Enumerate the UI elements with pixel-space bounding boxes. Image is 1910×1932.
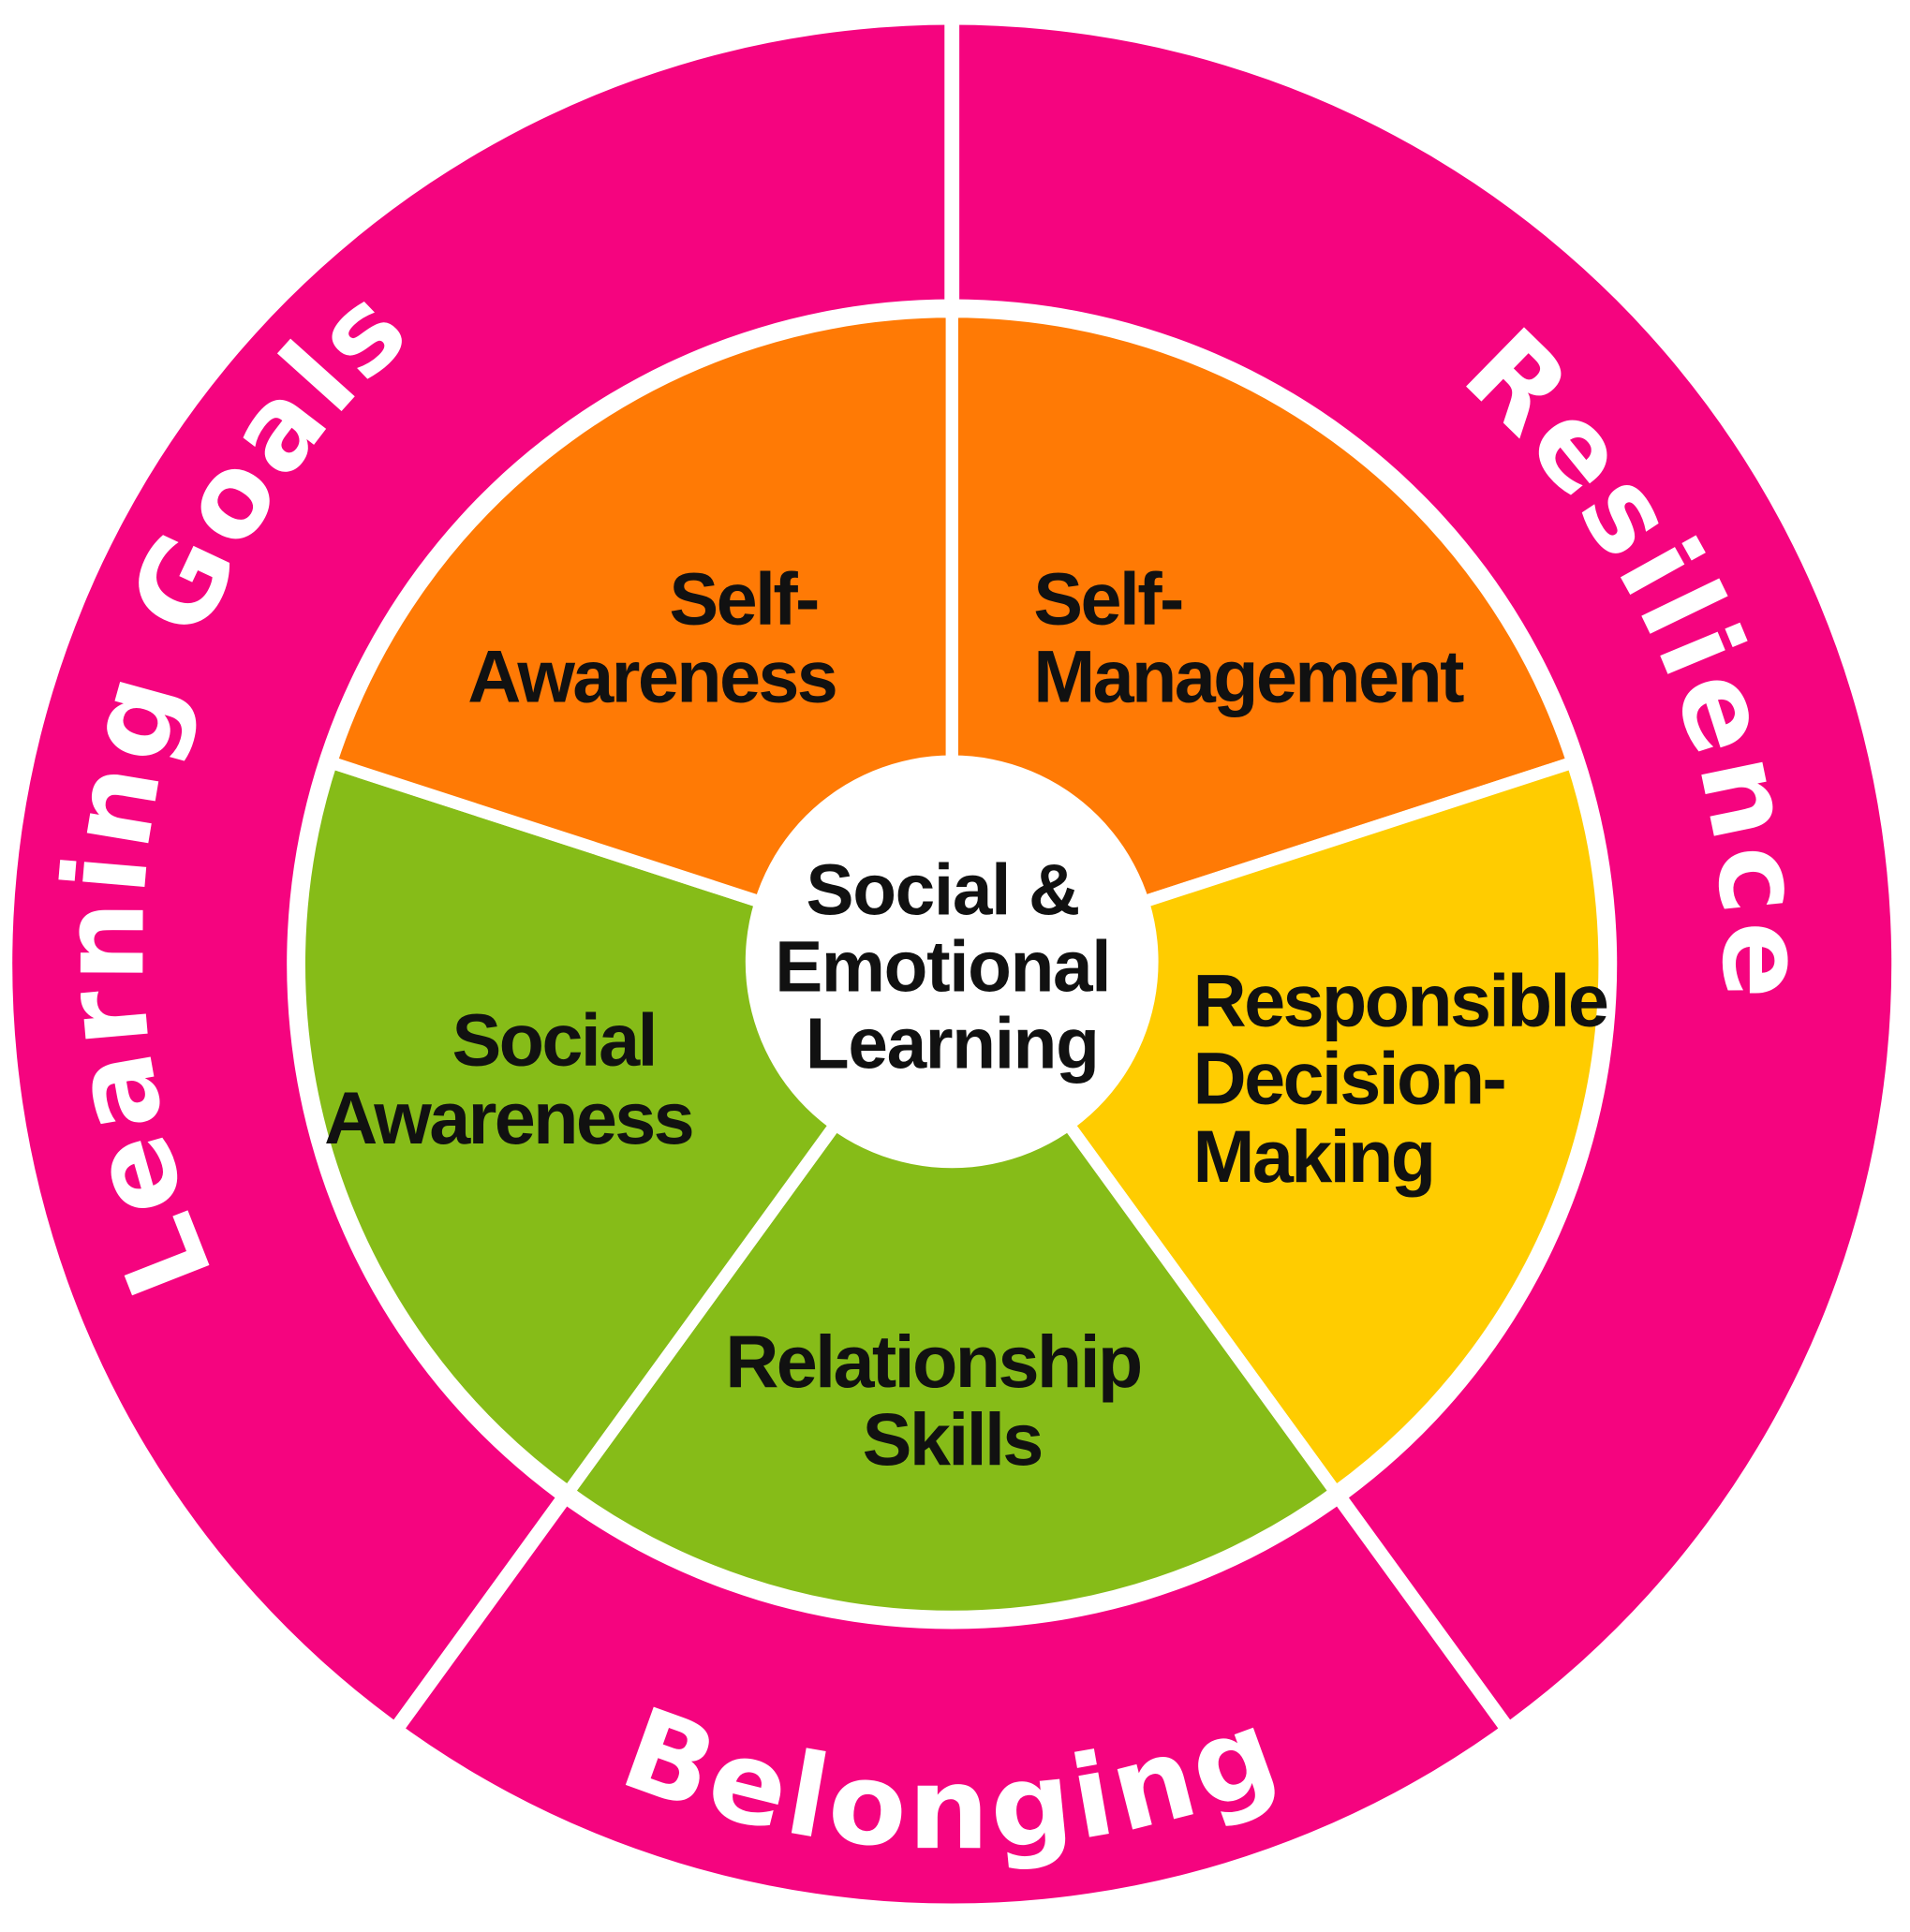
- outer-ring-divider: [386, 1482, 578, 1739]
- wedge-relationship-skills: [559, 953, 1345, 1623]
- label-social-awareness: Social Awareness: [324, 998, 692, 1159]
- label-self-management: Self- Management: [1033, 557, 1464, 718]
- wedge-self-awareness: [323, 305, 958, 973]
- wedge-self-management: [945, 305, 1581, 973]
- label-responsible-decision-making: Responsible Decision- Making: [1193, 959, 1625, 1198]
- center-label: Social & Emotional Learning: [775, 851, 1129, 1084]
- label-relationship-skills: Relationship Skills: [725, 1320, 1159, 1481]
- label-self-awareness: Self- Awareness: [467, 557, 836, 718]
- center-circle: [745, 755, 1159, 1169]
- outer-ring-divider: [1325, 1482, 1518, 1739]
